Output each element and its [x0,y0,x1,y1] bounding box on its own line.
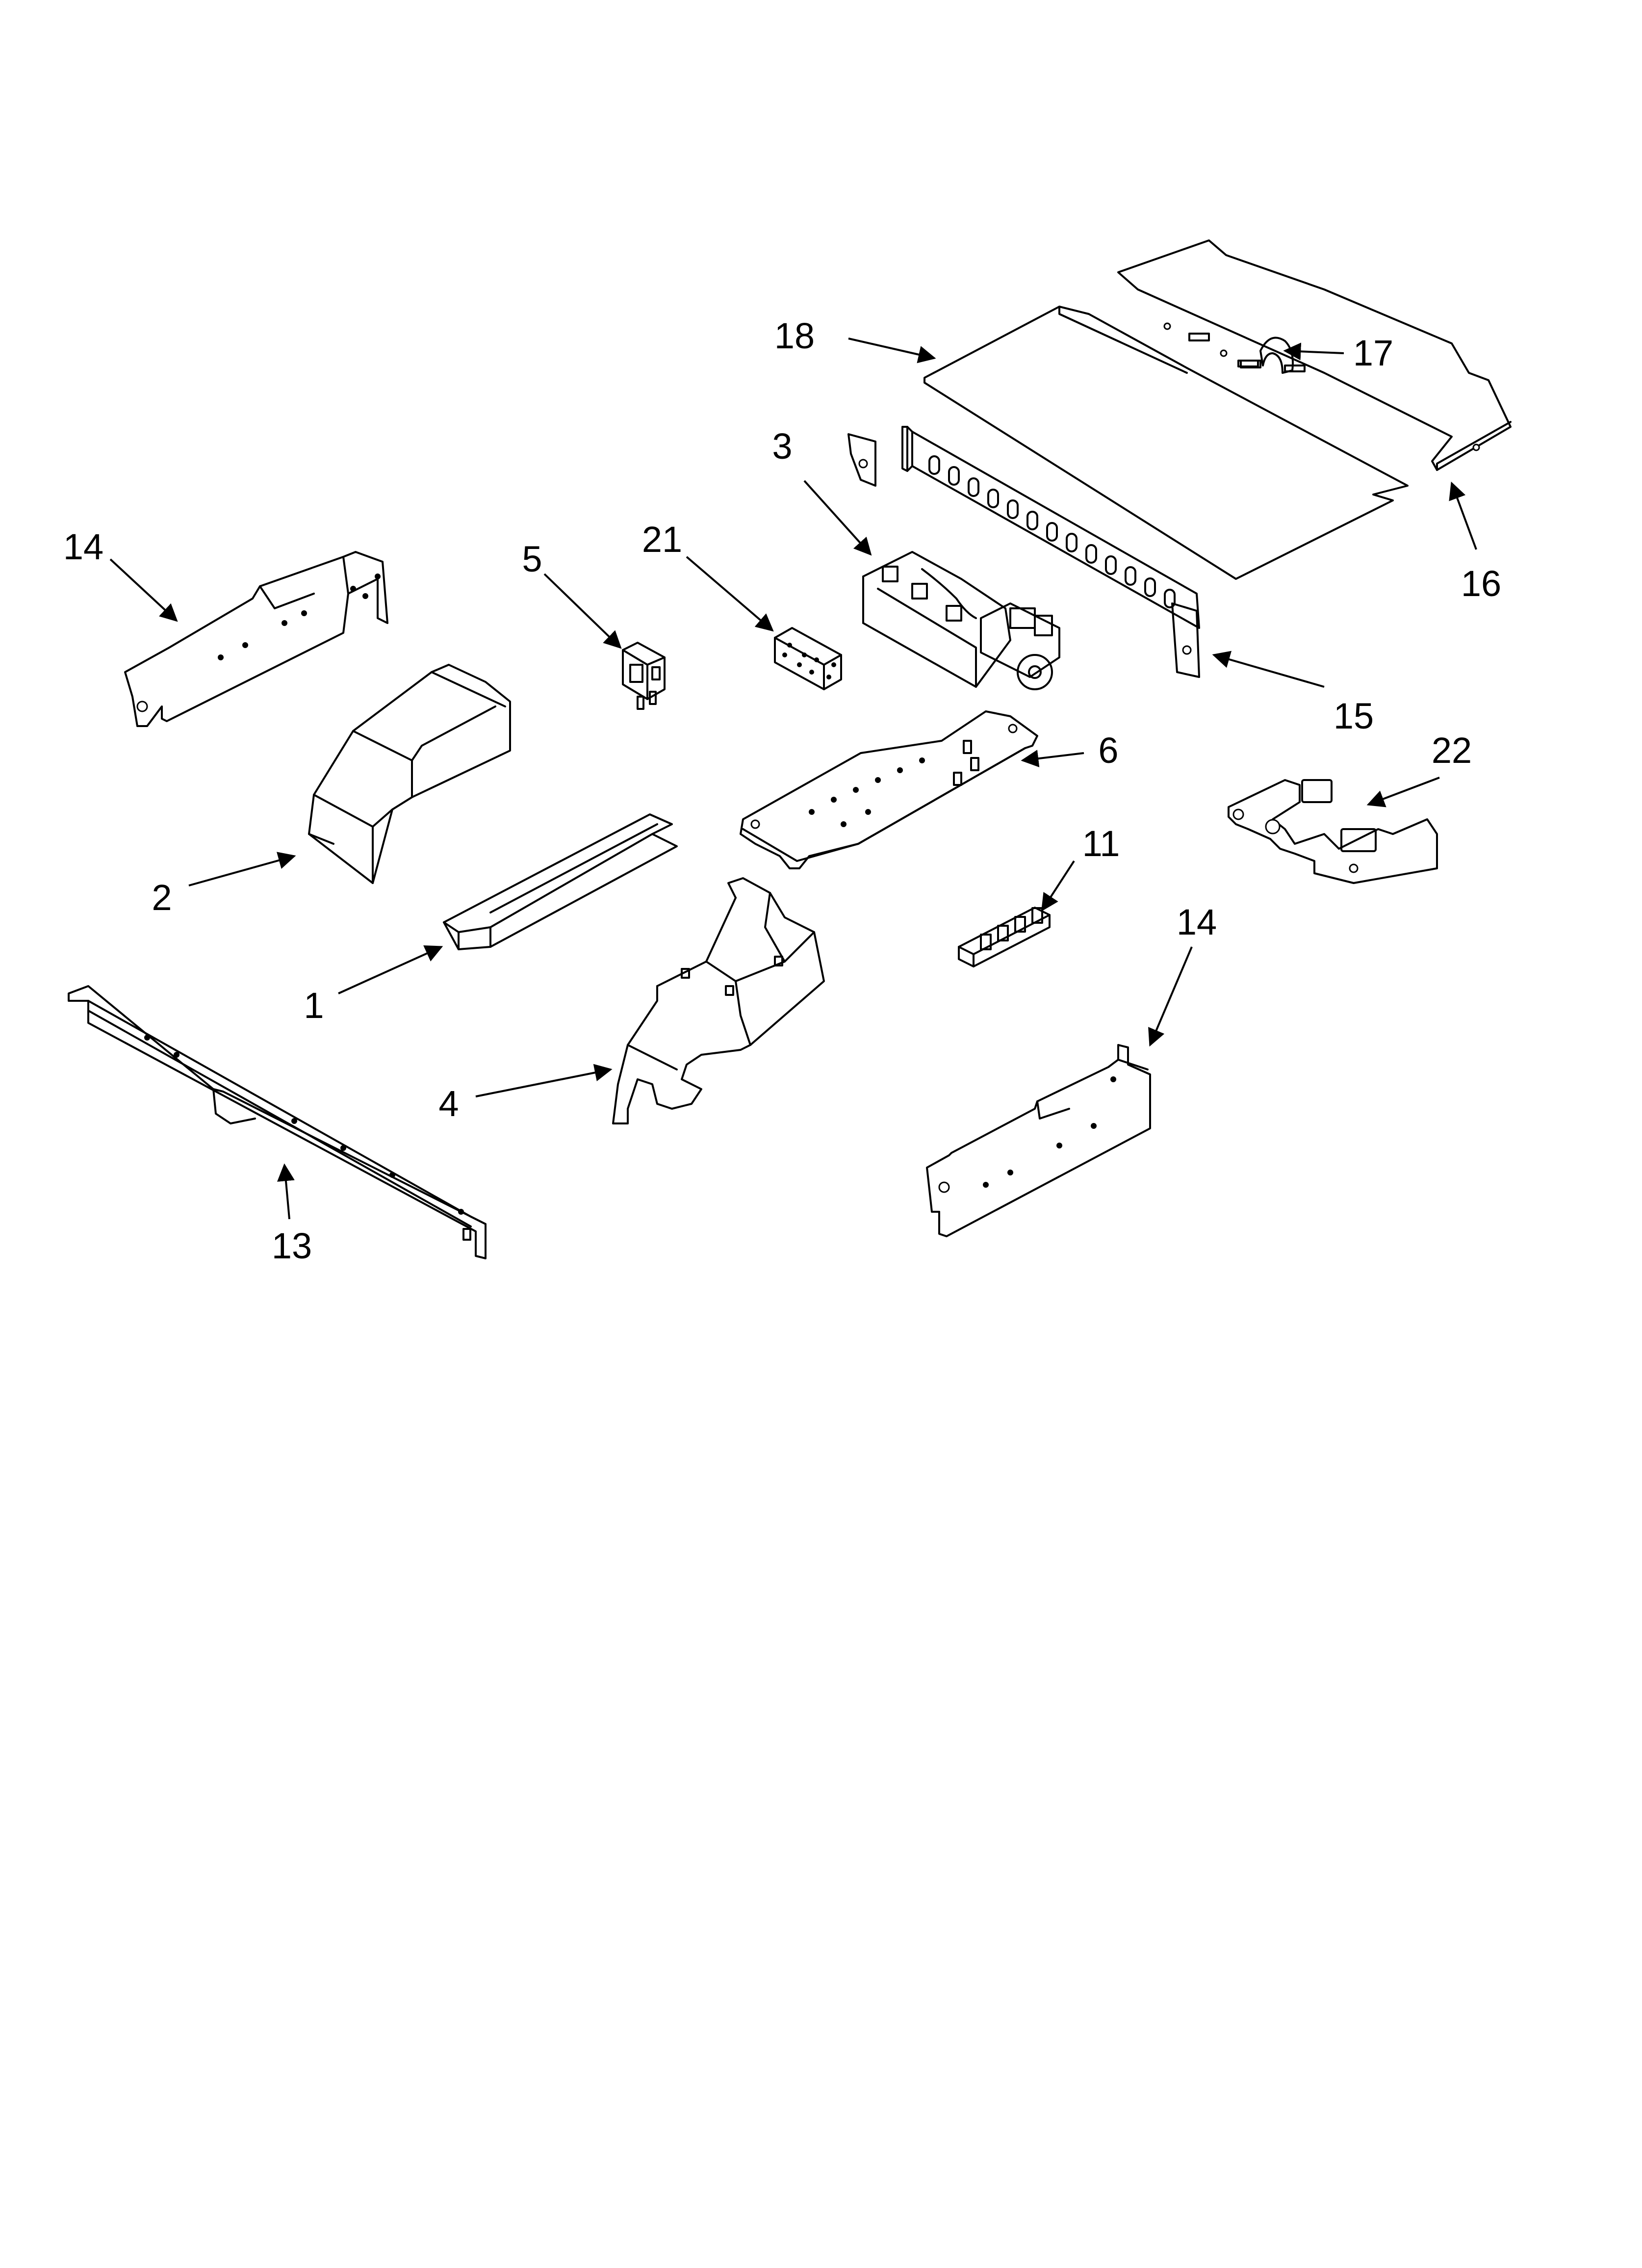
part-15-vented-rail[interactable] [847,426,1200,678]
part-11-terminal-block[interactable] [958,907,1051,967]
leader-4 [475,1064,613,1097]
leader-13 [277,1163,295,1220]
callout-1: 1 [304,985,324,1026]
part-6-base-plate[interactable] [740,710,1038,869]
callout-14b: 14 [1177,902,1217,942]
part-4-u-shield[interactable] [612,877,825,1124]
callout-5: 5 [522,539,542,579]
part-16-cover-panel[interactable] [1117,239,1512,471]
part-13-front-rail[interactable] [68,985,487,1259]
callout-14a: 14 [63,526,103,567]
callout-21: 21 [642,519,682,560]
callout-6: 6 [1098,730,1118,771]
leader-5 [543,573,622,649]
leader-lines [109,338,1477,1220]
part-3-control-assembly[interactable] [862,551,1060,690]
leader-15 [1212,651,1325,688]
part-5-switch[interactable] [622,642,666,710]
callout-3: 3 [772,426,792,467]
leader-11 [1041,860,1075,912]
leader-16 [1449,481,1477,550]
part-21-insulation-block[interactable] [774,627,842,690]
callout-18: 18 [774,315,815,356]
part-18-top-panel[interactable] [924,306,1409,580]
callout-4: 4 [438,1083,459,1124]
callout-22: 22 [1432,730,1472,771]
part-14-side-bracket-left[interactable] [124,551,388,727]
leader-21 [686,556,774,632]
leader-1 [338,945,443,994]
leader-22 [1366,777,1440,808]
part-22-terminal-bracket[interactable] [1228,779,1438,884]
callout-15: 15 [1334,696,1374,736]
leader-14a [109,558,178,622]
callout-labels: 18 17 16 3 15 21 5 14 6 22 2 11 1 14 4 1… [63,315,1501,1266]
leader-18 [848,338,936,364]
callout-13: 13 [272,1225,312,1266]
part-2-duct[interactable] [308,664,511,884]
leader-17 [1283,342,1344,361]
callout-2: 2 [152,877,172,918]
callout-11: 11 [1082,823,1120,864]
callout-17: 17 [1353,333,1393,373]
leader-14b [1148,946,1193,1047]
callout-16: 16 [1461,563,1501,604]
leader-2 [188,852,296,886]
leader-3 [803,480,872,556]
part-14-side-bracket-right[interactable] [926,1044,1151,1237]
part-1-channel[interactable] [443,813,678,950]
leader-6 [1021,750,1084,768]
vent-slots [928,455,1176,608]
